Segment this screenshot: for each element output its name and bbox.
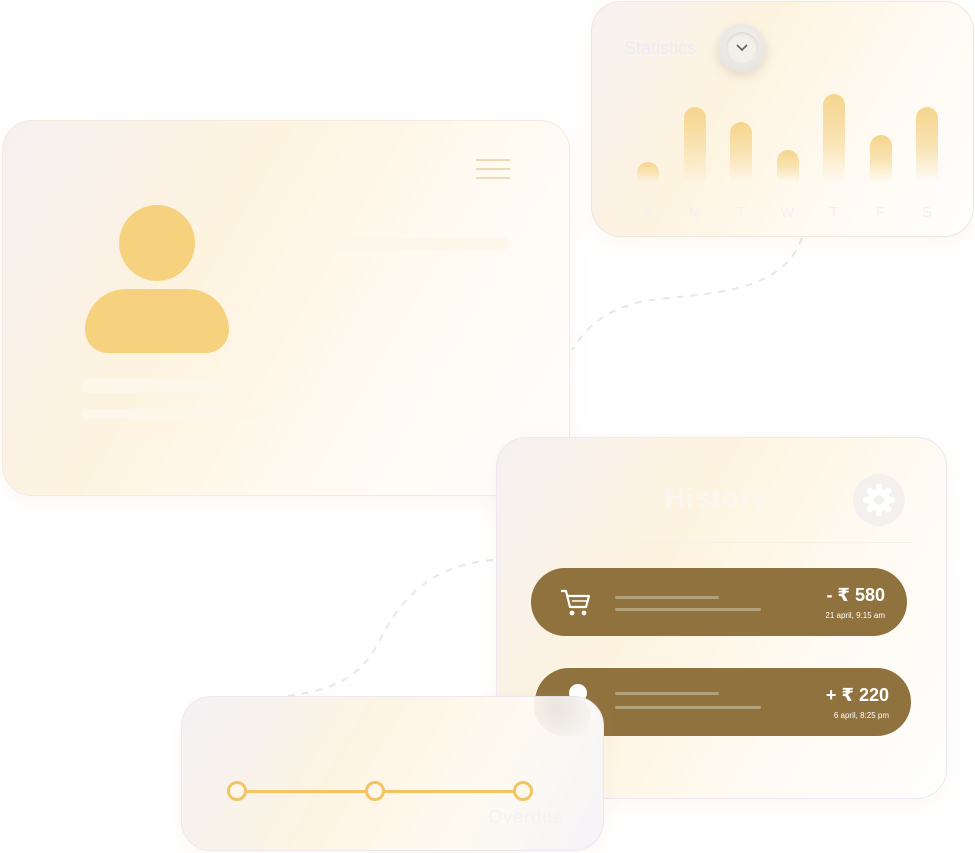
placeholder-bar [329, 237, 509, 251]
chart-bar [683, 107, 706, 182]
chart-tick-label: T [736, 204, 746, 221]
chart-tick-label: W [780, 204, 795, 221]
chart-bar [823, 94, 845, 182]
progress-node[interactable] [513, 781, 533, 801]
gear-icon [863, 484, 895, 516]
placeholder-bar [81, 409, 263, 419]
transaction-amount: + ₹ 220 [825, 685, 889, 705]
statistics-dropdown-button[interactable] [718, 24, 766, 72]
avatar-head [119, 205, 195, 281]
profile-card [2, 120, 570, 496]
transaction-placeholder-line [615, 596, 719, 599]
transaction-item[interactable]: - ₹ 580 21 april, 9:15 am [531, 568, 907, 636]
settings-button[interactable] [853, 474, 905, 526]
history-divider [533, 542, 913, 543]
chart-bar [730, 122, 752, 182]
progress-node[interactable] [227, 781, 247, 801]
chart-bar [637, 162, 659, 182]
chart-tick-label: F [875, 204, 886, 221]
chart-tick-label: T [829, 204, 839, 221]
transaction-amount: - ₹ 580 [826, 585, 885, 605]
placeholder-bar [81, 379, 227, 393]
transaction-placeholder-line [615, 692, 719, 695]
cart-icon [561, 589, 591, 616]
chart-tick-label: S [921, 204, 932, 221]
avatar-body [85, 289, 229, 353]
progress-card: Overdue [181, 696, 604, 851]
chart-tick-label: S [642, 204, 653, 221]
progress-node[interactable] [365, 781, 385, 801]
history-title: History [665, 482, 769, 513]
chart-tick-label: M [688, 204, 701, 221]
transaction-time: 6 april, 8:25 pm [833, 711, 889, 720]
chart-bar [916, 107, 938, 182]
chevron-down-icon [726, 32, 758, 64]
chart-bar [869, 135, 892, 182]
statistics-card: Statistics S M T W T F S [591, 1, 974, 237]
history-card: History - ₹ 580 21 [496, 437, 947, 799]
transaction-placeholder-line [615, 706, 761, 709]
transaction-time: 21 april, 9:15 am [825, 611, 885, 620]
statistics-title: Statistics [624, 38, 697, 58]
transaction-placeholder-line [615, 608, 761, 611]
step-label-overdue: Overdue [488, 807, 565, 827]
chart-bar [776, 150, 799, 182]
